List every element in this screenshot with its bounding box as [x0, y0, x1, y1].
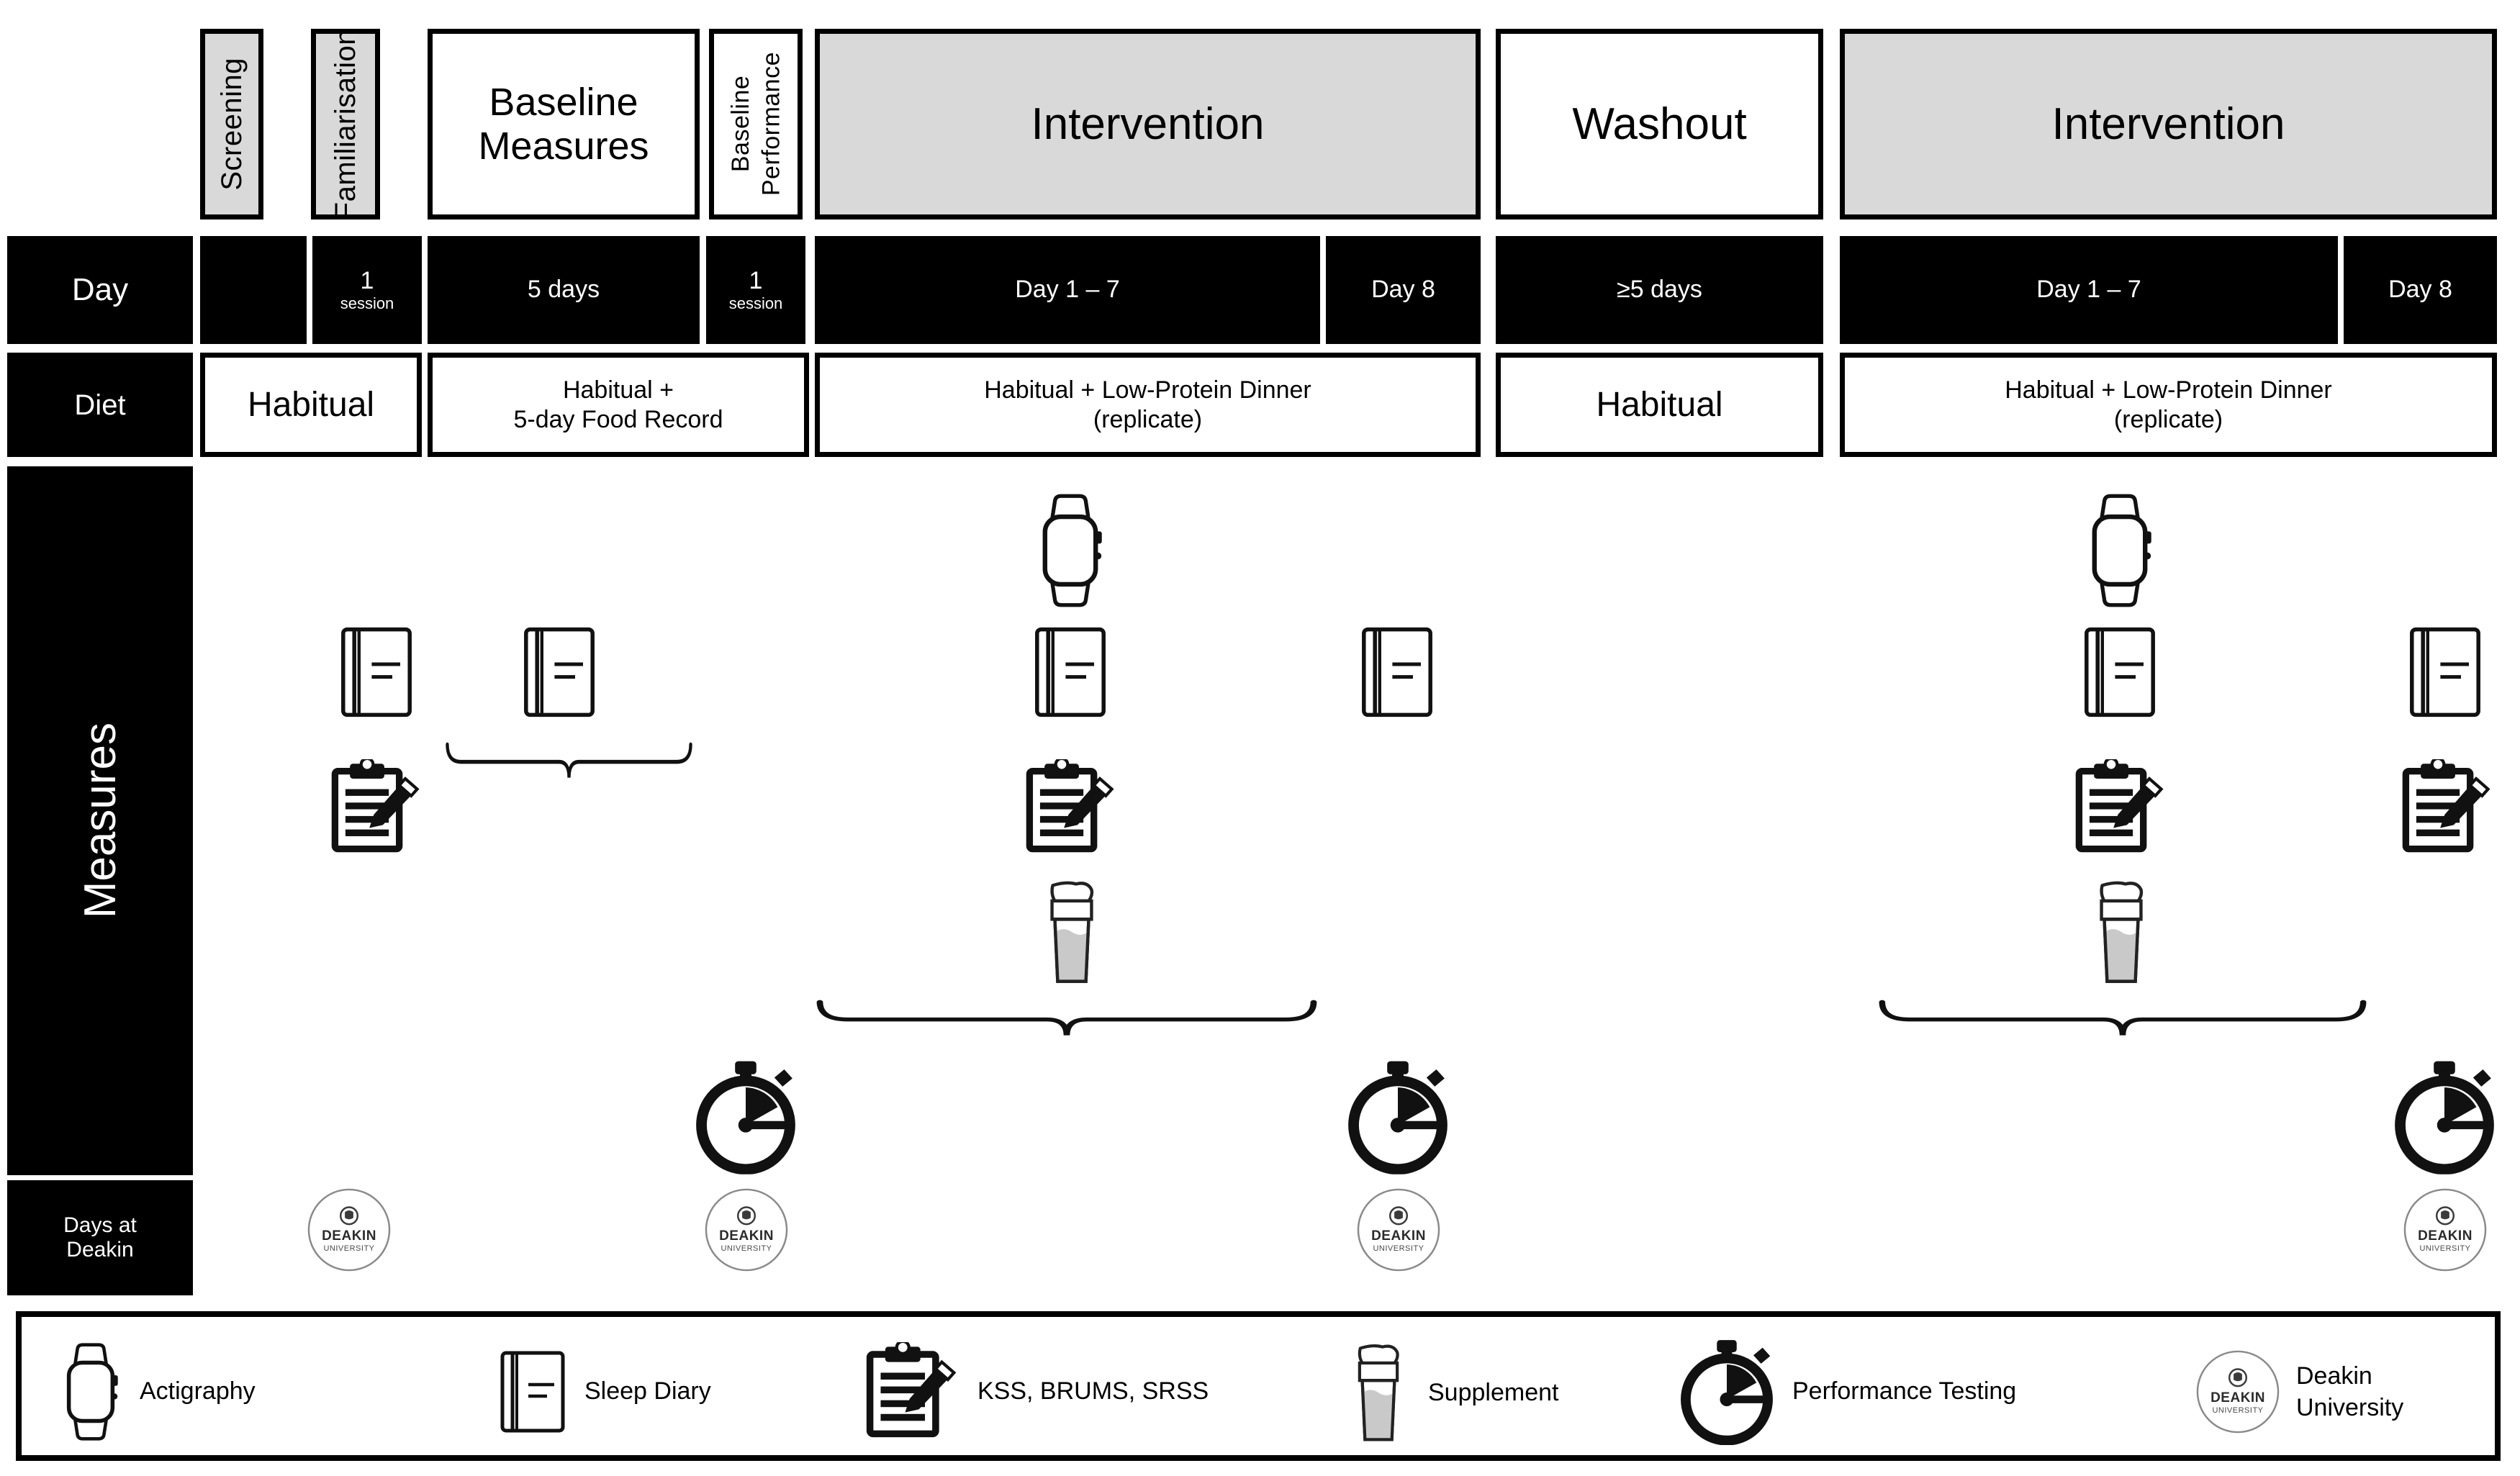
smartwatch-icon — [1031, 493, 1110, 608]
days-at-deakin-text: Days at Deakin — [63, 1213, 137, 1262]
day-cell-familiarisation: 1 session — [312, 236, 422, 344]
legend-label-actigraphy: Actigraphy — [140, 1377, 256, 1405]
deakin-subtext: UNIVERSITY — [2212, 1406, 2264, 1415]
diet-text-habitual-2: Habitual — [1596, 385, 1723, 424]
phase-label-intervention-1: Intervention — [1031, 99, 1265, 149]
deakin-wordmark: DEAKIN — [322, 1228, 376, 1244]
brace-intervention-2 — [1877, 999, 2368, 1038]
legend-item-performance-testing: Performance Testing — [1677, 1339, 2016, 1445]
clipboard-icon — [2072, 759, 2169, 856]
clipboard-icon — [2398, 759, 2496, 856]
clipboard-icon — [1022, 759, 1119, 856]
smartwatch-icon — [58, 1342, 124, 1441]
brace-intervention-1 — [815, 999, 1319, 1038]
day-cell-washout: ≥5 days — [1496, 236, 1823, 344]
row-label-day: Day — [7, 236, 193, 344]
deakin-logo-icon: DEAKIN UNIVERSITY — [307, 1187, 392, 1272]
day-cell-baseline-measures: 5 days — [428, 236, 700, 344]
deakin-logo-icon: DEAKIN UNIVERSITY — [704, 1187, 789, 1272]
day-cell-intervention1-day8: Day 8 — [1326, 236, 1481, 344]
deakin-wordmark: DEAKIN — [719, 1228, 774, 1244]
diet-cell-habitual-1: Habitual — [200, 353, 422, 457]
measures-label: Measures — [75, 723, 125, 919]
phase-box-intervention-1: Intervention — [815, 29, 1481, 219]
day-cell-baseline-performance: 1 session — [706, 236, 805, 344]
day-cell-intervention2-day1to7: Day 1 – 7 — [1840, 236, 2338, 344]
phase-label-washout: Washout — [1572, 99, 1747, 149]
row-label-days-at-deakin: Days at Deakin — [7, 1180, 193, 1295]
deakin-wordmark: DEAKIN — [2210, 1390, 2265, 1405]
diet-text-food-record: Habitual + 5-day Food Record — [513, 376, 723, 433]
notebook-icon — [2080, 625, 2159, 720]
stopwatch-icon — [1345, 1059, 1451, 1174]
row-label-measures: Measures — [7, 466, 193, 1175]
phase-box-washout: Washout — [1496, 29, 1823, 219]
diet-cell-intervention-2: Habitual + Low-Protein Dinner (replicate… — [1840, 353, 2497, 457]
smartwatch-icon — [2080, 493, 2159, 608]
deakin-logo-icon: DEAKIN UNIVERSITY — [2195, 1349, 2280, 1434]
clipboard-icon — [862, 1342, 962, 1441]
legend-item-questionnaire: KSS, BRUMS, SRSS — [862, 1341, 1209, 1442]
legend-label-deakin-university: Deakin University — [2296, 1362, 2404, 1421]
phase-box-baseline-performance: Baseline Performance — [709, 29, 803, 219]
diet-text-habitual-1: Habitual — [247, 385, 375, 424]
legend-item-sleep-diary: Sleep Diary — [497, 1347, 711, 1436]
phase-box-screening: Screening — [200, 29, 263, 219]
row-label-diet: Diet — [7, 353, 193, 457]
notebook-icon — [1031, 625, 1110, 720]
diet-cell-food-record: Habitual + 5-day Food Record — [428, 353, 809, 457]
day-cell-intervention2-day8: Day 8 — [2344, 236, 2497, 344]
shaker-icon — [2086, 879, 2157, 986]
deakin-subtext: UNIVERSITY — [721, 1244, 772, 1253]
notebook-icon — [337, 625, 416, 720]
legend-label-supplement: Supplement — [1428, 1379, 1559, 1407]
legend-item-deakin-university: DEAKIN UNIVERSITY Deakin University — [2195, 1347, 2403, 1436]
phase-label-baseline-performance: Baseline Performance — [726, 52, 785, 196]
day-cell-intervention1-day1to7: Day 1 – 7 — [815, 236, 1320, 344]
notebook-icon — [497, 1349, 569, 1435]
day-cell-screening — [200, 236, 307, 344]
legend-label-questionnaire: KSS, BRUMS, SRSS — [977, 1377, 1209, 1405]
phase-box-baseline-measures: Baseline Measures — [428, 29, 700, 219]
notebook-icon — [2406, 625, 2485, 720]
stopwatch-icon — [692, 1059, 799, 1174]
deakin-subtext: UNIVERSITY — [323, 1244, 375, 1253]
shaker-icon — [1037, 879, 1107, 986]
notebook-icon — [520, 625, 599, 720]
phase-box-intervention-2: Intervention — [1840, 29, 2497, 219]
legend-panel: Actigraphy Sleep Diary KSS, BRUMS, SRSS … — [16, 1311, 2501, 1461]
brace-baseline-measures — [445, 741, 693, 781]
legend-item-supplement: Supplement — [1345, 1343, 1558, 1444]
legend-label-sleep-diary: Sleep Diary — [584, 1377, 711, 1405]
legend-label-performance-testing: Performance Testing — [1792, 1377, 2017, 1405]
deakin-logo-icon: DEAKIN UNIVERSITY — [2403, 1187, 2488, 1272]
clipboard-icon — [328, 759, 425, 856]
deakin-subtext: UNIVERSITY — [1373, 1244, 1424, 1253]
diet-cell-habitual-2: Habitual — [1496, 353, 1823, 457]
phase-label-screening: Screening — [215, 58, 248, 191]
deakin-wordmark: DEAKIN — [1371, 1228, 1426, 1244]
deakin-logo-icon: DEAKIN UNIVERSITY — [1356, 1187, 1441, 1272]
legend-item-actigraphy: Actigraphy — [58, 1341, 256, 1442]
notebook-icon — [1358, 625, 1437, 720]
diet-text-intervention-2: Habitual + Low-Protein Dinner (replicate… — [2005, 376, 2332, 433]
phase-box-familiarisation: Familiarisation — [311, 29, 380, 219]
phase-label-intervention-2: Intervention — [2051, 99, 2285, 149]
diet-cell-intervention-1: Habitual + Low-Protein Dinner (replicate… — [815, 353, 1481, 457]
shaker-icon — [1345, 1343, 1412, 1444]
stopwatch-icon — [2391, 1059, 2498, 1174]
diet-text-intervention-1: Habitual + Low-Protein Dinner (replicate… — [984, 376, 1311, 433]
stopwatch-icon — [1677, 1339, 1776, 1445]
deakin-subtext: UNIVERSITY — [2419, 1244, 2471, 1253]
phase-label-familiarisation: Familiarisation — [329, 28, 361, 220]
phase-label-baseline-measures: Baseline Measures — [478, 81, 649, 168]
deakin-wordmark: DEAKIN — [2418, 1228, 2472, 1244]
